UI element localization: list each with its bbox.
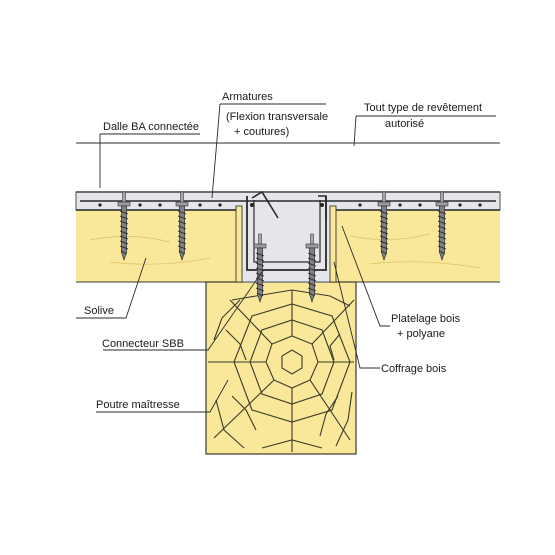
label-armatures-detail-1: (Flexion transversale	[226, 111, 328, 123]
label-armatures: Armatures	[222, 91, 273, 103]
label-platelage-2: + polyane	[397, 328, 445, 340]
labels: Armatures (Flexion transversale + coutur…	[84, 91, 482, 411]
poutre-maitresse-timber	[205, 281, 357, 455]
label-connecteur: Connecteur SBB	[102, 338, 184, 350]
coffrage-bois	[235, 205, 337, 283]
label-coffrage: Coffrage bois	[381, 363, 447, 375]
label-solive: Solive	[84, 305, 114, 317]
label-revetement-2: autorisé	[385, 118, 424, 130]
label-dalle: Dalle BA connectée	[103, 121, 199, 133]
armatures	[80, 190, 496, 271]
longitudinal-bars	[98, 203, 482, 207]
leader-lines	[76, 103, 500, 413]
label-poutre: Poutre maîtresse	[96, 399, 180, 411]
label-platelage-1: Platelage bois	[391, 313, 461, 325]
label-revetement-1: Tout type de revêtement	[364, 102, 482, 114]
label-armatures-detail-2: + coutures)	[234, 126, 289, 138]
